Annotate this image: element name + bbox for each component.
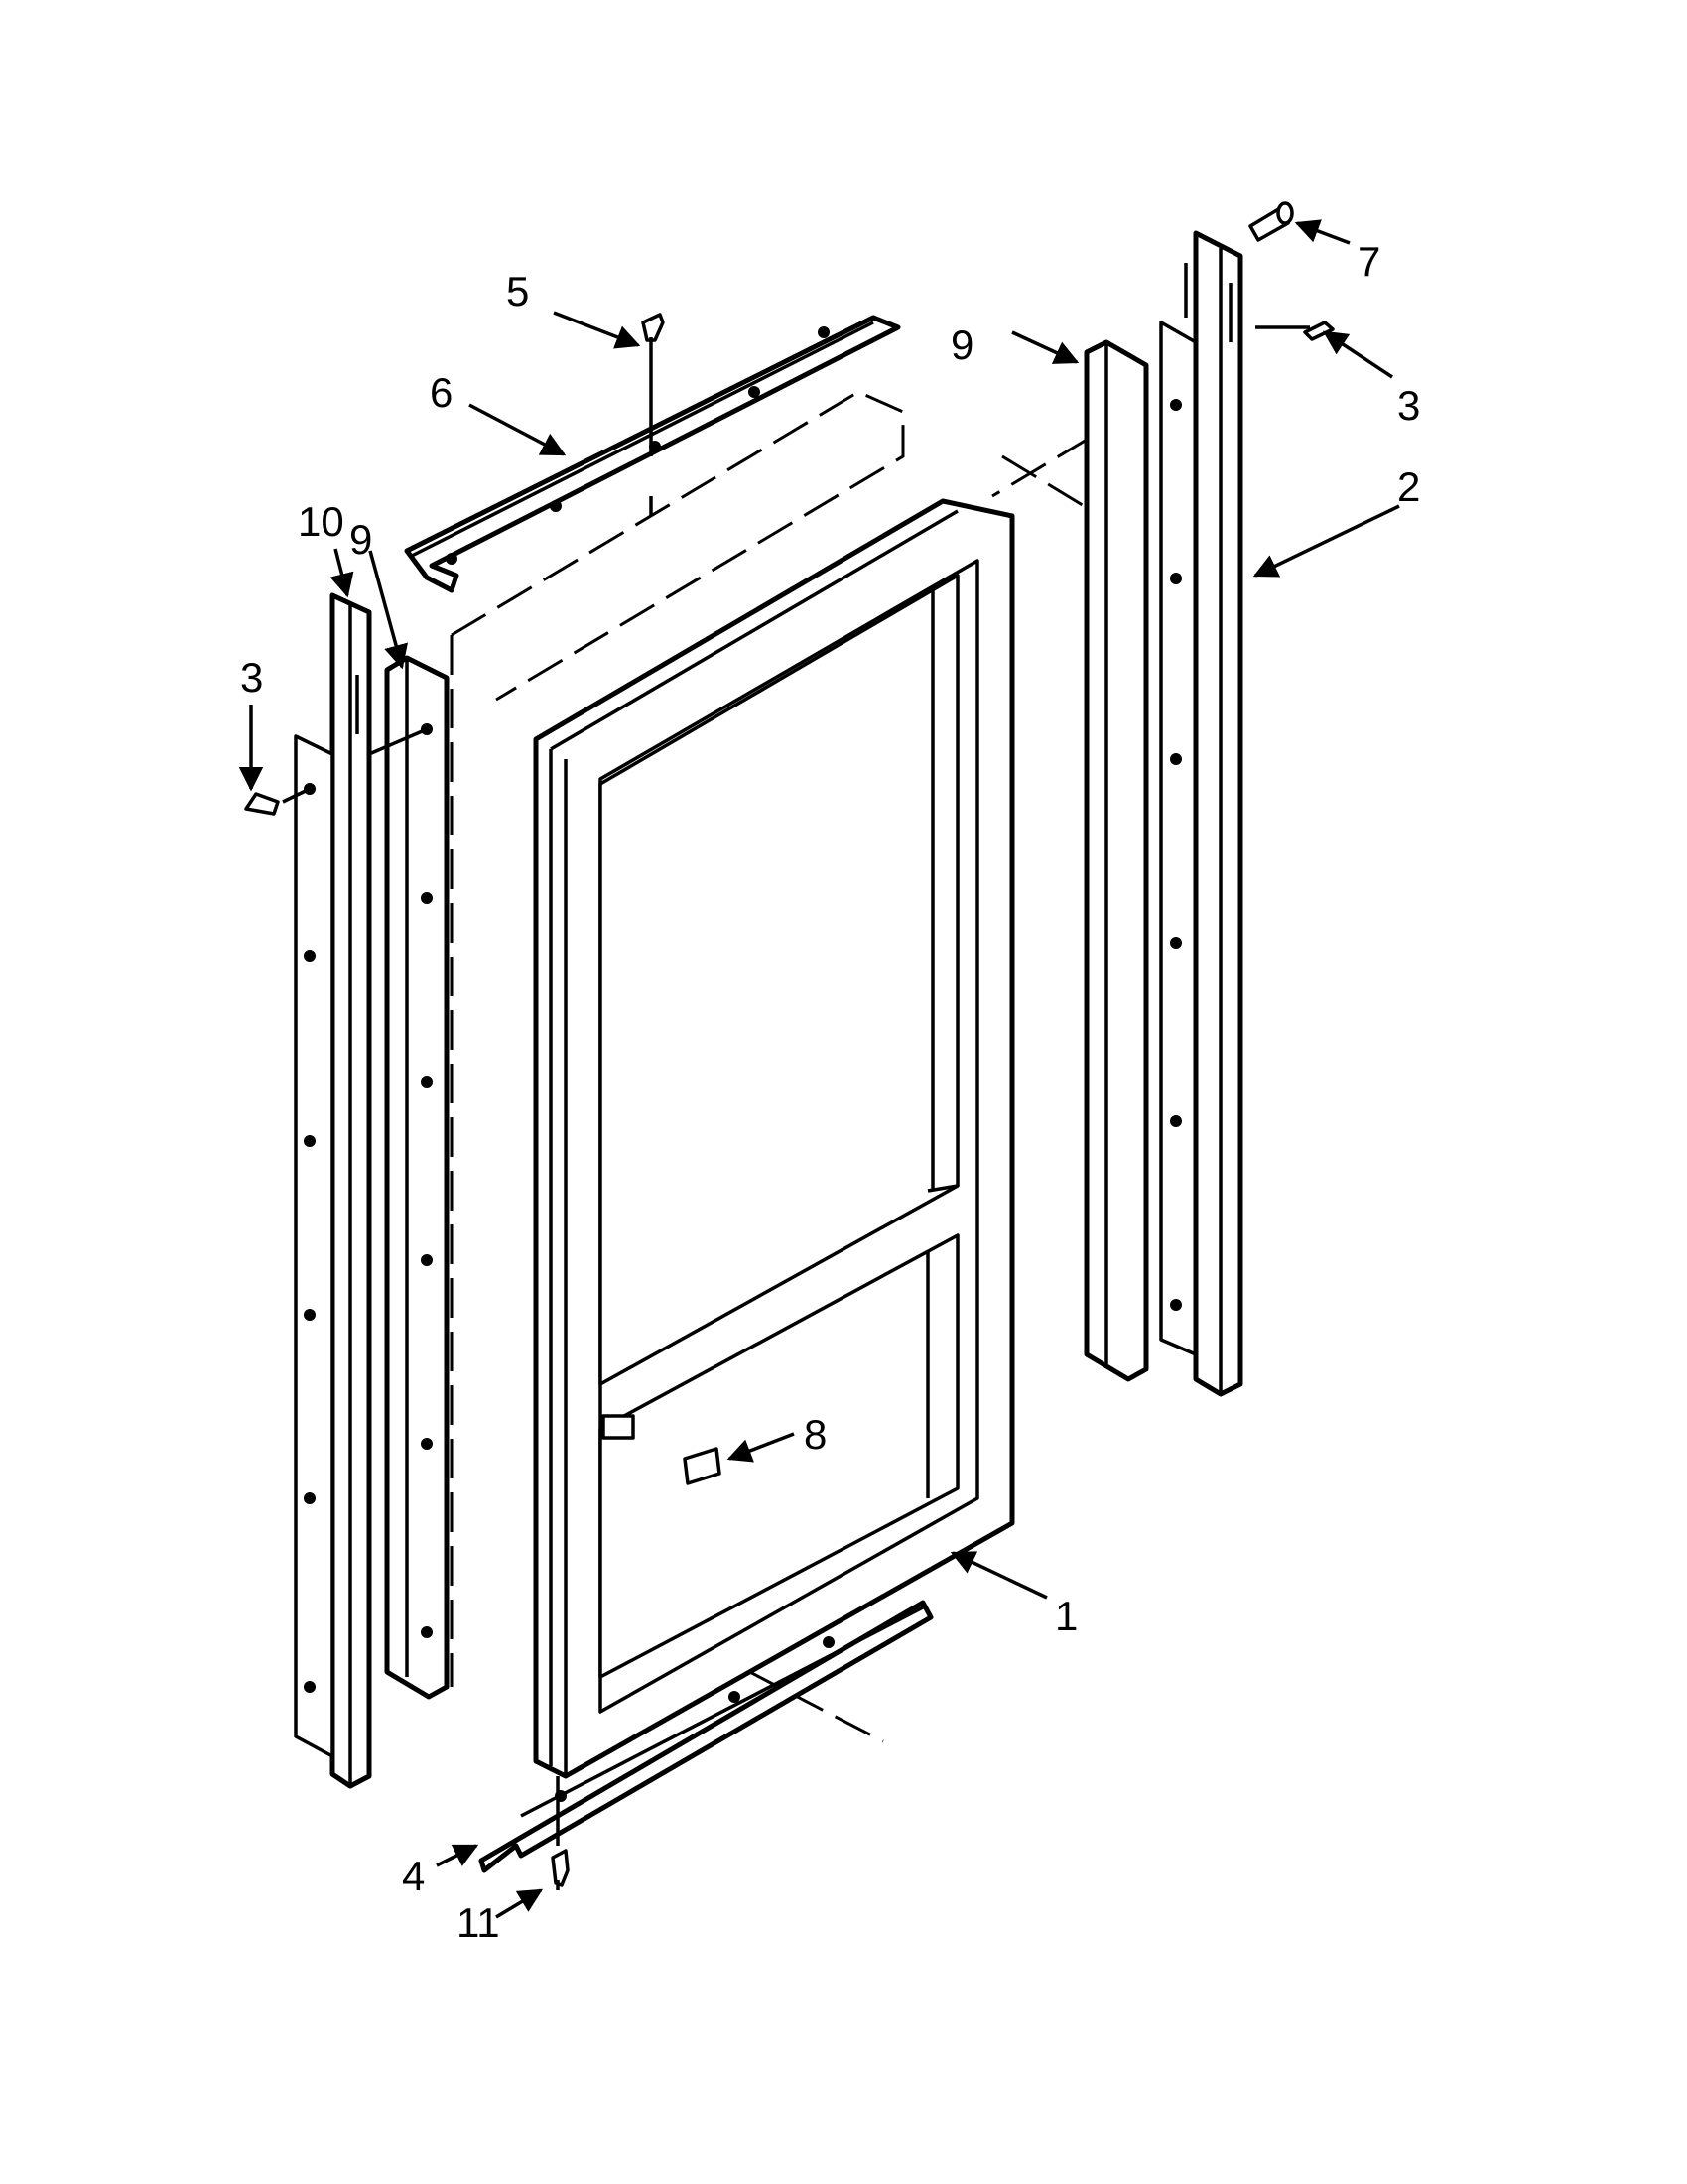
right-spacer-bar-part xyxy=(1084,339,1149,1382)
callout-4: 4 xyxy=(402,1853,425,1899)
right-side-panel-part xyxy=(1159,321,1198,1356)
callout-10: 10 xyxy=(298,498,344,545)
screw-bottom xyxy=(551,1849,570,1890)
badge-part xyxy=(683,1447,721,1485)
callout-3-right: 3 xyxy=(1397,382,1420,429)
axis-lines xyxy=(282,325,1310,1846)
leader-lines xyxy=(238,219,1400,1919)
callout-9-left: 9 xyxy=(349,516,372,563)
right-trim-strip-part xyxy=(1184,230,1243,1397)
callout-11: 11 xyxy=(456,1899,500,1946)
callout-9-right: 9 xyxy=(951,321,973,368)
badge-slot xyxy=(601,1414,635,1440)
callout-5: 5 xyxy=(506,268,529,315)
callout-6: 6 xyxy=(430,369,453,416)
callout-3-left: 3 xyxy=(240,654,263,701)
callout-8: 8 xyxy=(804,1411,827,1458)
callout-7: 7 xyxy=(1358,238,1380,285)
left-side-panel-part xyxy=(294,734,334,1758)
screw-left xyxy=(244,792,280,816)
callout-2: 2 xyxy=(1397,463,1420,510)
top-trim-part xyxy=(404,315,901,593)
left-trim-strip-part xyxy=(329,592,372,1789)
callout-1: 1 xyxy=(1055,1593,1078,1639)
screw-top xyxy=(641,313,665,357)
callout-labels: 5 6 7 9 3 2 10 9 3 8 1 4 11 xyxy=(240,238,1420,1946)
bottom-trim-part xyxy=(478,1600,934,1873)
plug-part xyxy=(1248,201,1294,242)
left-spacer-bar-part xyxy=(384,655,450,1700)
screw-right xyxy=(1303,321,1335,341)
door-frame-part xyxy=(533,498,1015,1779)
